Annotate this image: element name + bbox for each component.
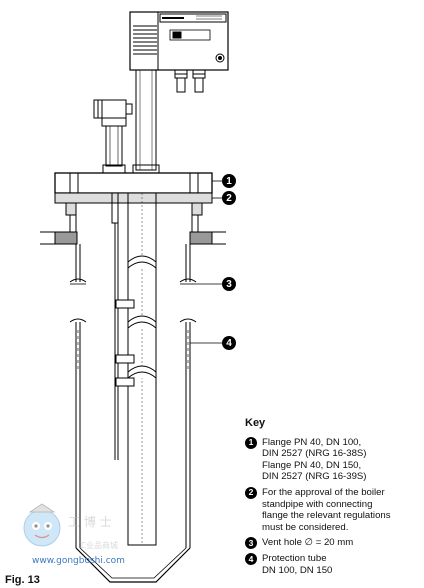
key-title: Key (245, 417, 266, 429)
flange (54, 172, 213, 194)
side-electrode (111, 192, 135, 460)
key-line: DIN 2527 (NRG 16-38S) (262, 448, 367, 460)
protection-tube (69, 244, 197, 583)
electrode-neck (132, 69, 160, 174)
key-text: Flange PN 40, DN 100,DIN 2527 (NRG 16-38… (262, 437, 367, 483)
key-number-1: 1 (245, 436, 257, 449)
terminal-box (129, 11, 229, 93)
leader-lines (190, 180, 222, 344)
callout-1: 1 (222, 174, 236, 188)
figure-label: Fig. 13 (5, 574, 40, 586)
connecting-flange (40, 192, 226, 245)
callout-4: 4 (222, 336, 236, 350)
key-number-4: 4 (245, 553, 257, 566)
key-line: Protection tube (262, 553, 327, 565)
key-line: DIN 2527 (NRG 16-39S) (262, 471, 367, 483)
key-line: Flange PN 40, DN 150, (262, 459, 362, 471)
key-line: DN 100, DN 150 (262, 564, 333, 576)
svg-text:工业品商城: 工业品商城 (78, 540, 118, 550)
key-line: standpipe with connecting (262, 498, 373, 510)
watermark-url: www.gongboshi.com (32, 556, 125, 566)
callout-2: 2 (222, 191, 236, 205)
robot-mascot-logo: 工 博 士 工业品商城 (23, 503, 118, 550)
second-head (93, 99, 133, 174)
key-line: flange the relevant regulations (262, 510, 391, 522)
key-number-2: 2 (245, 486, 257, 499)
callout-3: 3 (222, 277, 236, 291)
key-line: For the approval of the boiler (262, 486, 385, 498)
key-line: must be considered. (262, 521, 349, 533)
key-number-3: 3 (245, 537, 257, 550)
key-item-3: 3 Vent hole ∅ = 20 mm (245, 537, 420, 550)
key-line: Vent hole ∅ = 20 mm (262, 537, 354, 549)
central-electrode (127, 192, 157, 546)
key-line: Flange PN 40, DN 100, (262, 436, 362, 448)
svg-text:工 博 士: 工 博 士 (68, 514, 112, 529)
key-text: Vent hole ∅ = 20 mm (262, 537, 353, 549)
